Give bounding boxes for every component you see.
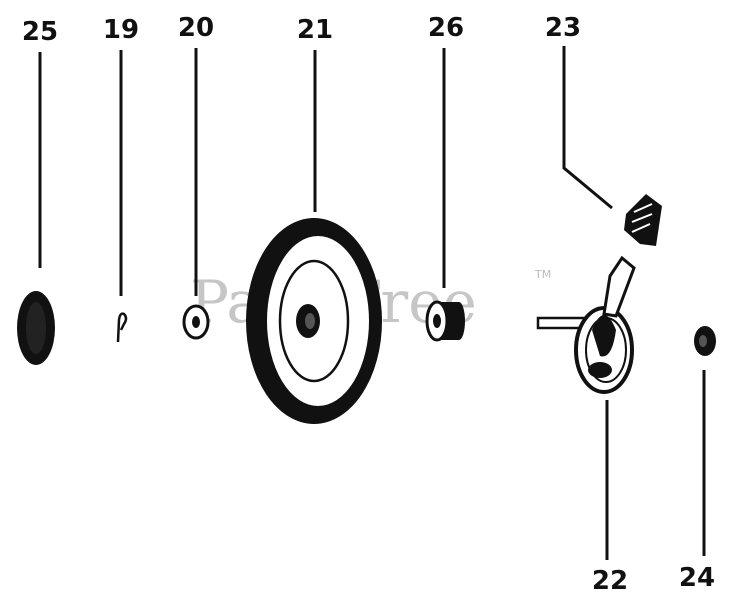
part-20-washer[interactable] — [182, 304, 210, 340]
part-26-bushing[interactable] — [425, 300, 465, 342]
part-25-hubcap[interactable] — [17, 291, 55, 365]
callout-23: 23 — [545, 13, 581, 43]
callout-19: 19 — [103, 15, 139, 45]
callout-24: 24 — [679, 563, 715, 593]
callout-21: 21 — [297, 15, 333, 45]
callout-22: 22 — [592, 566, 628, 596]
part-24-nut[interactable] — [694, 326, 716, 356]
part-23-adjuster-knob[interactable] — [624, 194, 662, 246]
watermark-trademark: TM — [534, 268, 551, 281]
leader-23 — [562, 46, 613, 210]
callout-20: 20 — [178, 13, 214, 43]
part-21-wheel[interactable] — [246, 218, 382, 424]
callout-26: 26 — [428, 13, 464, 43]
callout-25: 25 — [22, 17, 58, 47]
part-22-height-adjuster[interactable] — [536, 255, 636, 394]
part-19-cotter-pin[interactable] — [116, 312, 128, 343]
